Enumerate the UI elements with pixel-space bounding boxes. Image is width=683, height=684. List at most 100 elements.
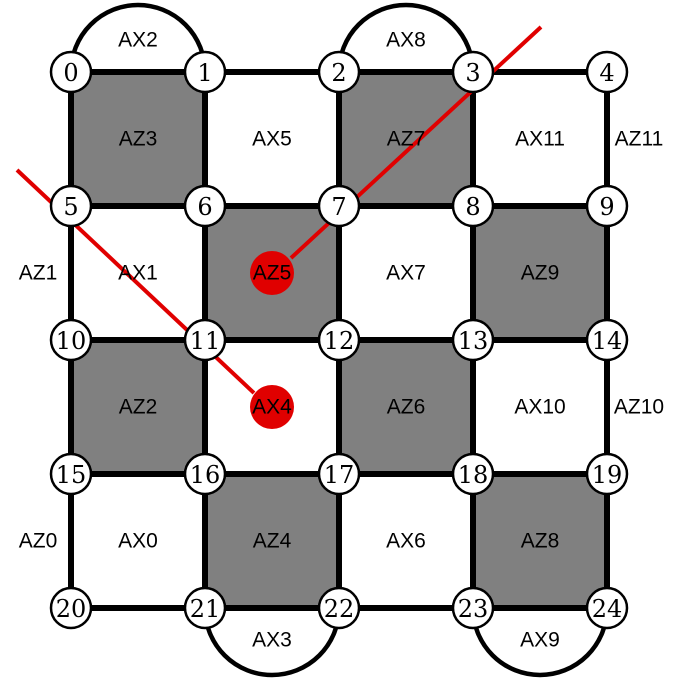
qubit-node-label: 7 — [331, 193, 346, 221]
qubit-node-label: 23 — [458, 595, 489, 623]
qubit-node-21: 21 — [183, 586, 227, 630]
boundary-label-ax2: AX2 — [118, 29, 158, 52]
qubit-node-circle — [183, 318, 227, 362]
plaquette-az7 — [339, 72, 473, 206]
boundary-label-az0: AZ0 — [19, 530, 58, 553]
plaquette-label-az9: AZ9 — [521, 262, 560, 285]
boundary-label-az10: AZ10 — [614, 396, 664, 419]
qubit-node-14: 14 — [585, 318, 629, 362]
qubit-node-circle — [183, 50, 227, 94]
plaquette-label-ax6: AX6 — [386, 530, 426, 553]
plaquette-ax10 — [473, 340, 607, 474]
qubit-node-circle — [585, 184, 629, 228]
plaquette-label-ax5: AX5 — [252, 128, 292, 151]
qubit-node-label: 3 — [465, 59, 480, 87]
plaquette-label-az2: AZ2 — [119, 396, 158, 419]
qubit-node-circle — [49, 50, 93, 94]
qubit-node-11: 11 — [183, 318, 227, 362]
qubit-node-label: 15 — [56, 461, 87, 489]
qubit-node-circle — [317, 50, 361, 94]
plaquette-label-ax0: AX0 — [118, 530, 158, 553]
qubit-node-circle — [451, 50, 495, 94]
qubit-node-24: 24 — [585, 586, 629, 630]
qubit-node-label: 4 — [599, 59, 614, 87]
qubit-node-circle — [585, 586, 629, 630]
boundary-label-ax3: AX3 — [252, 629, 292, 652]
plaquette-label-az4: AZ4 — [253, 530, 292, 553]
qubit-node-8: 8 — [451, 184, 495, 228]
qubit-node-circle — [317, 452, 361, 496]
qubit-node-label: 17 — [324, 461, 355, 489]
qubit-node-circle — [451, 318, 495, 362]
qubit-node-label: 8 — [465, 193, 480, 221]
qubit-node-15: 15 — [49, 452, 93, 496]
qubit-node-5: 5 — [49, 184, 93, 228]
qubit-node-1: 1 — [183, 50, 227, 94]
plaquette-ax0 — [71, 474, 205, 608]
qubit-node-label: 9 — [599, 193, 614, 221]
qubit-node-circle — [317, 586, 361, 630]
qubit-node-label: 1 — [197, 59, 212, 87]
qubit-node-label: 18 — [458, 461, 489, 489]
qubit-node-circle — [183, 452, 227, 496]
qubit-node-2: 2 — [317, 50, 361, 94]
qubit-node-circle — [183, 586, 227, 630]
qubit-node-label: 10 — [56, 327, 87, 355]
qubit-node-label: 21 — [190, 595, 221, 623]
plaquette-az6 — [339, 340, 473, 474]
qubit-node-0: 0 — [49, 50, 93, 94]
plaquette-label-ax11: AX11 — [515, 128, 565, 151]
qubit-node-label: 11 — [190, 327, 221, 355]
qubit-node-circle — [451, 586, 495, 630]
plaquette-label-az6: AZ6 — [387, 396, 426, 419]
qubit-node-circle — [49, 318, 93, 362]
plaquette-label-az3: AZ3 — [119, 128, 158, 151]
syndrome-marker-az5 — [250, 251, 294, 295]
plaquette-az2 — [71, 340, 205, 474]
qubit-node-label: 12 — [324, 327, 355, 355]
qubit-node-3: 3 — [451, 50, 495, 94]
qubit-node-circle — [49, 184, 93, 228]
qubit-node-circle — [585, 452, 629, 496]
qubit-node-7: 7 — [317, 184, 361, 228]
plaquette-ax6 — [339, 474, 473, 608]
plaquette-label-az8: AZ8 — [521, 530, 560, 553]
plaquette-label-ax7: AX7 — [386, 262, 426, 285]
qubit-node-6: 6 — [183, 184, 227, 228]
boundary-label-ax8: AX8 — [386, 29, 426, 52]
plaquette-az4 — [205, 474, 339, 608]
qubit-node-13: 13 — [451, 318, 495, 362]
qubit-node-20: 20 — [49, 586, 93, 630]
qubit-node-circle — [317, 184, 361, 228]
qubit-node-23: 23 — [451, 586, 495, 630]
qubit-node-18: 18 — [451, 452, 495, 496]
qubit-node-12: 12 — [317, 318, 361, 362]
qubit-node-label: 19 — [592, 461, 623, 489]
qubit-node-circle — [183, 184, 227, 228]
syndrome-marker-ax4 — [250, 385, 294, 429]
qubit-node-circle — [585, 50, 629, 94]
qubit-node-label: 5 — [63, 193, 78, 221]
qubit-node-circle — [585, 318, 629, 362]
qubit-node-circle — [451, 452, 495, 496]
plaquette-az9 — [473, 206, 607, 340]
boundary-plaquette-ax2 — [68, 2, 208, 73]
plaquette-ax7 — [339, 206, 473, 340]
qubit-node-label: 0 — [63, 59, 78, 87]
qubit-node-label: 20 — [56, 595, 87, 623]
qubit-node-17: 17 — [317, 452, 361, 496]
plaquette-az8 — [473, 474, 607, 608]
qubit-node-circle — [317, 318, 361, 362]
qubit-node-circle — [49, 586, 93, 630]
boundary-label-az11: AZ11 — [615, 128, 664, 151]
boundary-plaquette-ax3 — [202, 607, 342, 678]
qubit-node-label: 13 — [458, 327, 489, 355]
plaquette-label-ax10: AX10 — [514, 396, 565, 419]
qubit-node-label: 24 — [592, 595, 623, 623]
plaquette-ax1 — [71, 206, 205, 340]
plaquette-az3 — [71, 72, 205, 206]
qubit-node-label: 14 — [592, 327, 623, 355]
